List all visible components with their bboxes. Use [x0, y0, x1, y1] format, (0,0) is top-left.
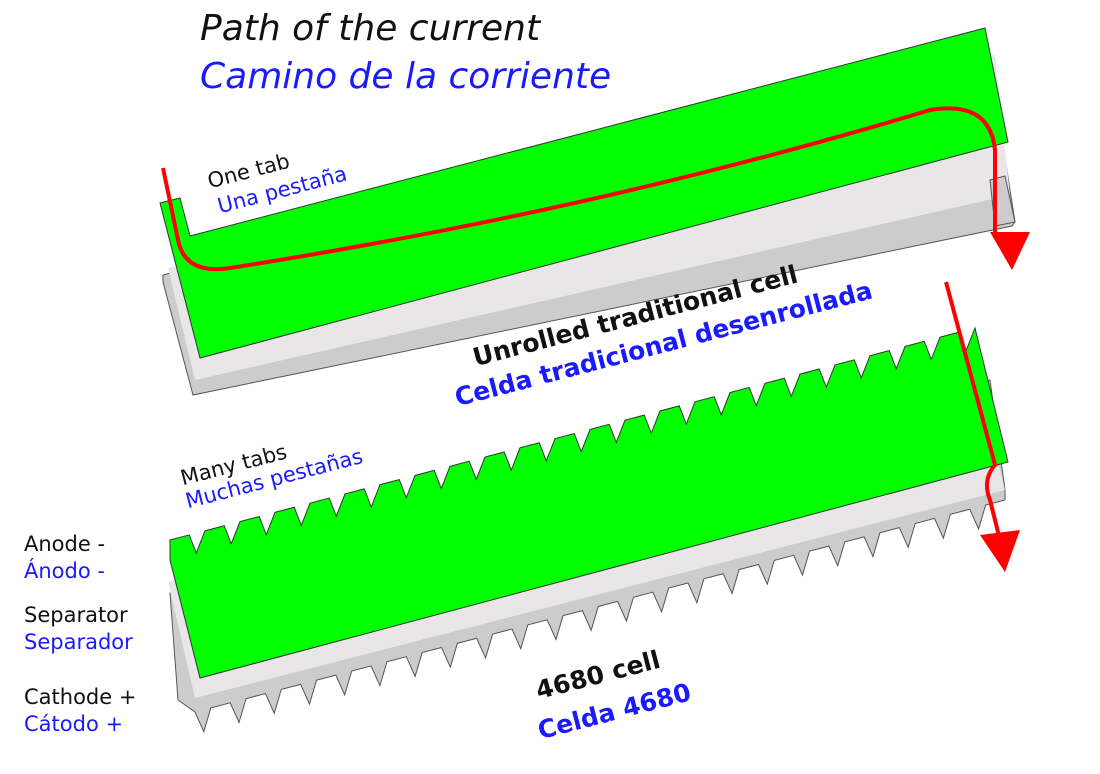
legend-anode: Anode - — [24, 532, 106, 556]
legend-cathode-es: Cátodo + — [24, 712, 124, 736]
bottom-current-path — [944, 281, 1002, 541]
bottom-current-arrowhead — [980, 530, 1020, 572]
bottom-cell — [168, 281, 1020, 734]
top-cell — [159, 27, 1030, 396]
title-spanish: Camino de la corriente — [200, 56, 612, 97]
legend-anode-es: Ánodo - — [24, 559, 105, 583]
legend-separator-es: Separador — [24, 630, 133, 654]
top-current-arrowhead — [990, 232, 1030, 270]
bottom-anode-layer — [169, 326, 1009, 679]
legend-separator: Separator — [24, 603, 128, 627]
top-current-path — [161, 106, 997, 272]
legend-cathode: Cathode + — [24, 685, 137, 709]
title-english: Path of the current — [200, 8, 541, 49]
top-anode-layer — [159, 27, 1009, 359]
